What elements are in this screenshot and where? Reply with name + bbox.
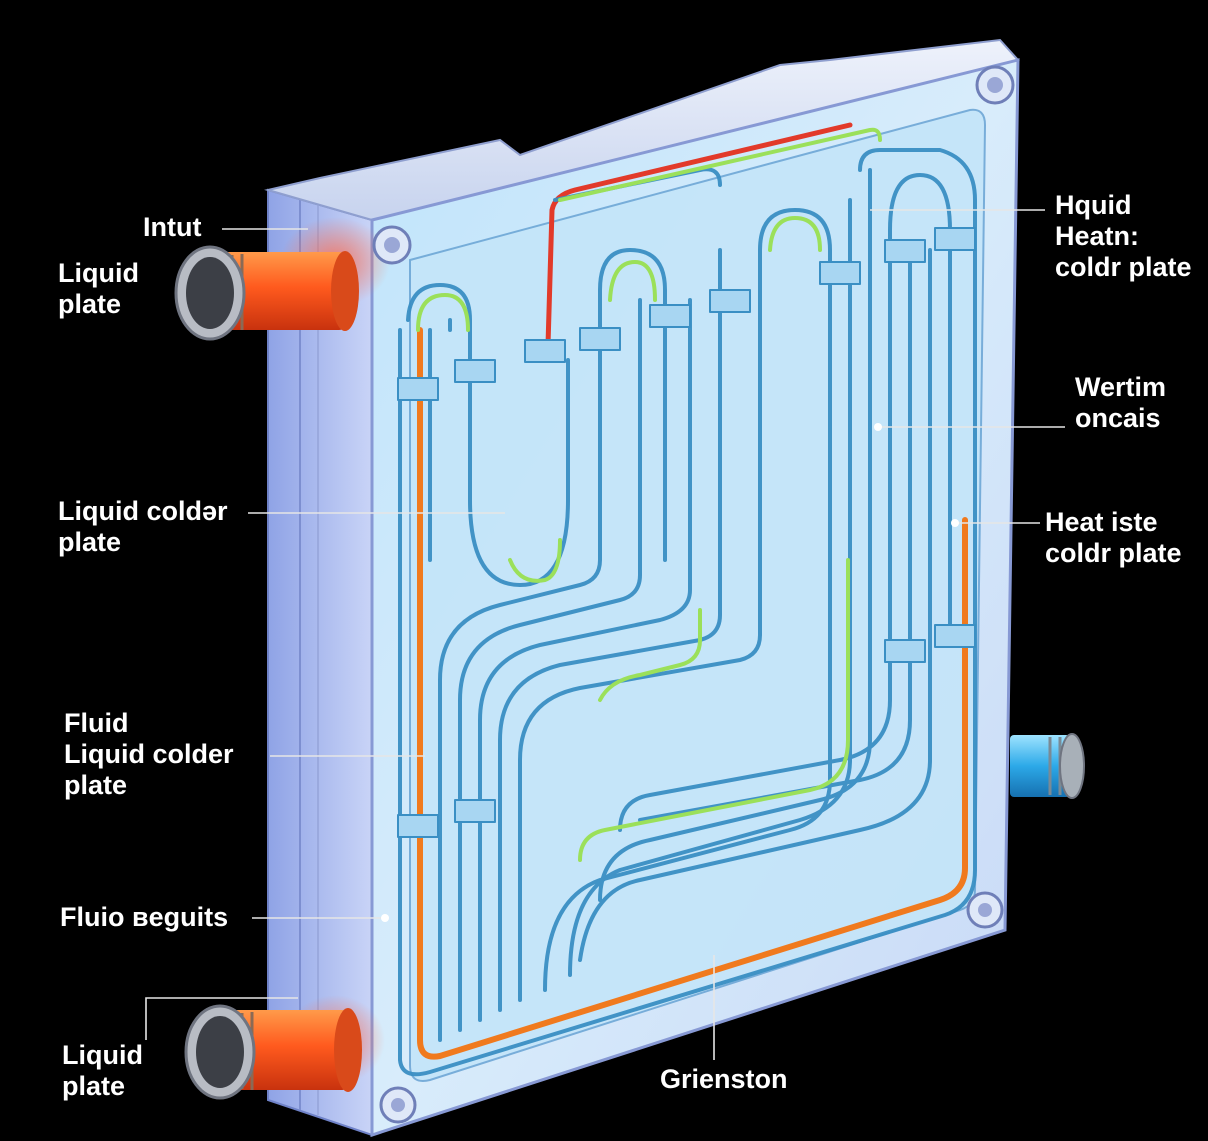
- channel-clip: [934, 624, 976, 648]
- channel-blue: [598, 168, 872, 902]
- channel-blue: [438, 248, 667, 1042]
- label-liquid-plate-top: Liquid plate: [58, 258, 139, 319]
- channel-clip: [934, 227, 976, 251]
- label-liquid-colder-plate: Liquid coldər plate: [58, 496, 228, 557]
- bolt-icon: [978, 903, 992, 917]
- bolt-icon: [384, 237, 400, 253]
- bolt-icon: [987, 77, 1003, 93]
- channel-clip: [397, 814, 439, 838]
- channel-blue: [618, 173, 952, 832]
- corner-bolts: [372, 65, 1015, 1124]
- channel-clip: [454, 359, 496, 383]
- label-grienston: Grienston: [660, 1064, 788, 1094]
- channel-clip: [524, 339, 566, 363]
- channel-clip: [819, 261, 861, 285]
- channel-blue: [578, 248, 932, 962]
- channel-green: [578, 558, 850, 862]
- leader-dot: [951, 519, 959, 527]
- channel-clip: [397, 377, 439, 401]
- outlet-pipe-bottom: [184, 1004, 362, 1100]
- label-hquid-heatn-colder-plate: Hquid Heatn: coldr plate: [1055, 190, 1192, 282]
- label-fluio-beguits: Fluio ʙeguits: [60, 902, 229, 932]
- channel-green: [508, 538, 562, 583]
- channel-clip: [454, 799, 496, 823]
- channel-clip: [709, 289, 751, 313]
- label-fluid-liquid-colder-plate: Fluid Liquid colder plate: [64, 708, 234, 800]
- channel-orange: [417, 327, 968, 1060]
- leader-dot: [381, 914, 389, 922]
- channel-green: [598, 608, 702, 702]
- leader-lines: [145, 209, 1065, 1060]
- label-liquid-plate-bottom: Liquid plate: [62, 1040, 143, 1101]
- channel-clip: [884, 239, 926, 263]
- label-intut: Intut: [143, 212, 202, 242]
- bolt-icon: [391, 1098, 405, 1112]
- plate-side: [267, 188, 373, 1137]
- channel-blue: [428, 318, 452, 562]
- outlet-pipe-right: [1010, 733, 1085, 799]
- channel-clip: [884, 639, 926, 663]
- label-heat-iste-coldr-plate: Heat iste coldr plate: [1045, 507, 1182, 568]
- channel-blue: [518, 208, 832, 1002]
- channel-green: [608, 260, 657, 302]
- channel-green: [768, 216, 822, 252]
- channel-clip: [649, 304, 691, 328]
- channel-blue: [498, 248, 722, 1012]
- channel-green: [416, 293, 470, 332]
- channel-blue: [478, 298, 692, 1022]
- channel-blue: [458, 298, 642, 1032]
- channel-blue: [406, 283, 570, 587]
- leader-line-liquid-plate-bottom: [145, 997, 298, 1040]
- channel-blue: [398, 148, 977, 1077]
- channel-blue: [638, 248, 912, 822]
- leader-dot: [874, 423, 882, 431]
- channel-network: [397, 122, 977, 1077]
- channel-clip: [579, 327, 621, 351]
- inlet-pipe-top: [174, 245, 359, 341]
- label-wertim-oncais: Wertim oncais: [1075, 372, 1167, 433]
- leader-dots: [381, 423, 959, 922]
- channel-green: [558, 127, 882, 202]
